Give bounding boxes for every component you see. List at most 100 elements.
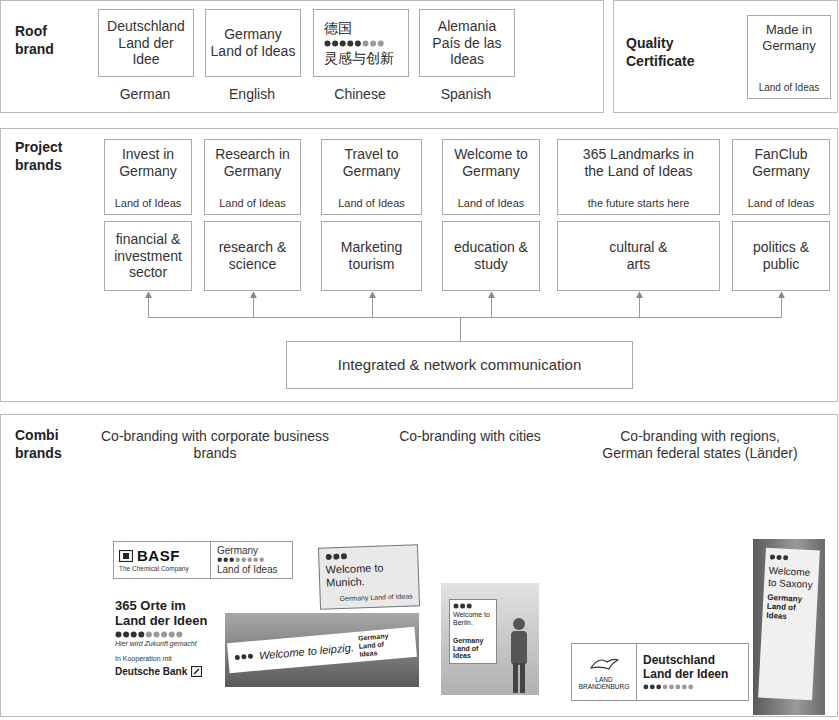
brand-panel: Roof brand Deutschland Land der IdeeGerma…	[0, 0, 604, 113]
node-text: Hier wird Zukunft gemacht	[115, 640, 197, 648]
node-text: Welcome to leipzig.	[259, 641, 355, 661]
node-text: Welcome to Germany	[447, 146, 535, 180]
poster: Welcome to Berlin. Germany Land of Ideas	[449, 599, 497, 664]
panel-heading: Quality Certificate	[626, 35, 726, 70]
node-text: FanClub Germany	[737, 146, 825, 180]
caption-label: Co-branding with regions, German federal…	[600, 428, 800, 462]
node-text: Made in Germany	[752, 22, 826, 53]
brand-box: Research in GermanyLand of Ideas	[204, 139, 301, 215]
logo-part: Welcome to Munich.	[325, 551, 412, 589]
connector-arrow	[149, 292, 461, 341]
node-text: Welcome to Munich.	[326, 561, 413, 589]
logo-dots	[217, 557, 265, 562]
logo-part: Deutschland Land der Ideen	[636, 644, 748, 700]
node-text: Welcome to Saxony	[768, 565, 815, 590]
logo-part: Deutsche Bank	[115, 666, 202, 678]
connector-arrow	[461, 292, 782, 341]
node-text: Deutschland Land der Ideen	[643, 654, 742, 682]
brand-box: 365 Landmarks in the Land of Ideasthe fu…	[557, 139, 720, 215]
caption-label: German	[97, 86, 193, 103]
node-text: Land of Ideas	[759, 82, 820, 94]
connector-arrow	[461, 292, 640, 341]
logo-square	[119, 550, 133, 562]
caption-label: English	[204, 86, 300, 103]
person-figure	[507, 617, 531, 693]
caption-label: Co-branding with cities	[380, 428, 560, 445]
caption-label: Spanish	[418, 86, 514, 103]
node-text: Integrated & network communication	[338, 356, 581, 374]
node-text: research & science	[209, 239, 296, 273]
node-text: Germany Land of Ideas	[358, 631, 404, 658]
node-text: Deutsche Bank	[115, 666, 187, 678]
brand-box: 德国灵感与创新	[313, 9, 409, 77]
panel-heading: Combi brands	[15, 427, 77, 462]
brand-box: FanClub GermanyLand of Ideas	[732, 139, 830, 215]
node-text: Land of Ideas	[115, 197, 182, 210]
node-text: Alemania País de las Ideas	[424, 18, 510, 68]
node-text: In Kooperation mit	[115, 655, 172, 663]
caption-label: Chinese	[312, 86, 408, 103]
node-text: cultural & arts	[604, 239, 674, 273]
brand-box: Deutschland Land der Idee	[98, 9, 194, 77]
brand-panel: Project brands Invest in GermanyLand of I…	[0, 128, 838, 402]
brand-box: research & science	[204, 221, 301, 291]
node-text: Invest in Germany	[109, 146, 187, 180]
eagle-logo	[589, 654, 619, 674]
panel-heading: Project brands	[15, 139, 77, 174]
node-text: Land of Ideas	[217, 564, 286, 575]
logo-box: LAND BRANDENBURG Deutschland Land der Ide…	[571, 643, 749, 701]
node-text: Land of Ideas	[338, 197, 405, 210]
logo-dots	[324, 40, 385, 47]
banner-photo: Welcome to leipzig.Germany Land of Ideas	[225, 613, 419, 687]
brand-box: Marketing tourism	[321, 221, 422, 291]
brand-box: education & study	[442, 221, 540, 291]
node-text: politics & public	[737, 239, 825, 273]
brand-box: Welcome to GermanyLand of Ideas	[442, 139, 540, 215]
logo-dots	[234, 653, 254, 661]
connector-arrow	[461, 292, 492, 341]
connector-arrow	[373, 292, 461, 341]
node-text: Germany Land of Ideas	[453, 637, 493, 660]
brand-box: Travel to GermanyLand of Ideas	[321, 139, 422, 215]
node-text: Marketing tourism	[326, 239, 417, 273]
brand-box: financial & investment sector	[104, 221, 192, 291]
poster-photo: Welcome to Berlin. Germany Land of Ideas	[441, 583, 539, 695]
node-text: financial & investment sector	[109, 231, 187, 281]
node-text: BASF	[137, 548, 180, 565]
logo-box: BASFThe Chemical CompanyGermanyLand of I…	[113, 541, 293, 579]
flag: Welcome to SaxonyGermany Land of Ideas	[758, 548, 820, 701]
caption-label: Co-branding with corporate business bran…	[100, 428, 330, 462]
node-text: Land of Ideas	[458, 197, 525, 210]
node-text: Land of Ideas	[219, 197, 286, 210]
node-text: education & study	[447, 239, 535, 273]
node-text: 365 Landmarks in the Land of Ideas	[574, 146, 704, 180]
brand-box: cultural & arts	[557, 221, 720, 291]
node-text: LAND BRANDENBURG	[575, 676, 633, 691]
node-text: 365 Orte im Land der Ideen	[115, 599, 217, 629]
node-text: 德国	[324, 20, 352, 37]
node-text: Research in Germany	[209, 146, 296, 180]
panel-heading: Roof brand	[15, 23, 77, 58]
brand-box: politics & public	[732, 221, 830, 291]
node-text: 灵感与创新	[324, 50, 394, 67]
node-text: The Chemical Company	[119, 565, 205, 572]
brand-box: Invest in GermanyLand of Ideas	[104, 139, 192, 215]
brand-box: Integrated & network communication	[286, 341, 633, 389]
bank-logo	[191, 666, 202, 677]
node-text: Welcome to Berlin.	[453, 611, 493, 627]
logo-part: BASF	[119, 548, 205, 565]
logo-dots	[769, 554, 789, 561]
logo-dots	[325, 553, 348, 561]
brand-box: Made in GermanyLand of Ideas	[747, 15, 831, 99]
node-text: Germany	[217, 545, 286, 556]
node-text: Land of Ideas	[748, 197, 815, 210]
node-text: Travel to Germany	[326, 146, 417, 180]
logo-dots	[115, 631, 183, 638]
banner: Welcome to leipzig.Germany Land of Ideas	[227, 627, 417, 673]
node-text: Deutschland Land der Idee	[103, 18, 189, 68]
logo-part: BASFThe Chemical Company	[114, 542, 210, 578]
logo-part: GermanyLand of Ideas	[210, 542, 292, 578]
logo-box: 365 Orte im Land der IdeenHier wird Zuku…	[113, 597, 219, 703]
node-text: Germany Land of Ideas	[766, 593, 813, 623]
